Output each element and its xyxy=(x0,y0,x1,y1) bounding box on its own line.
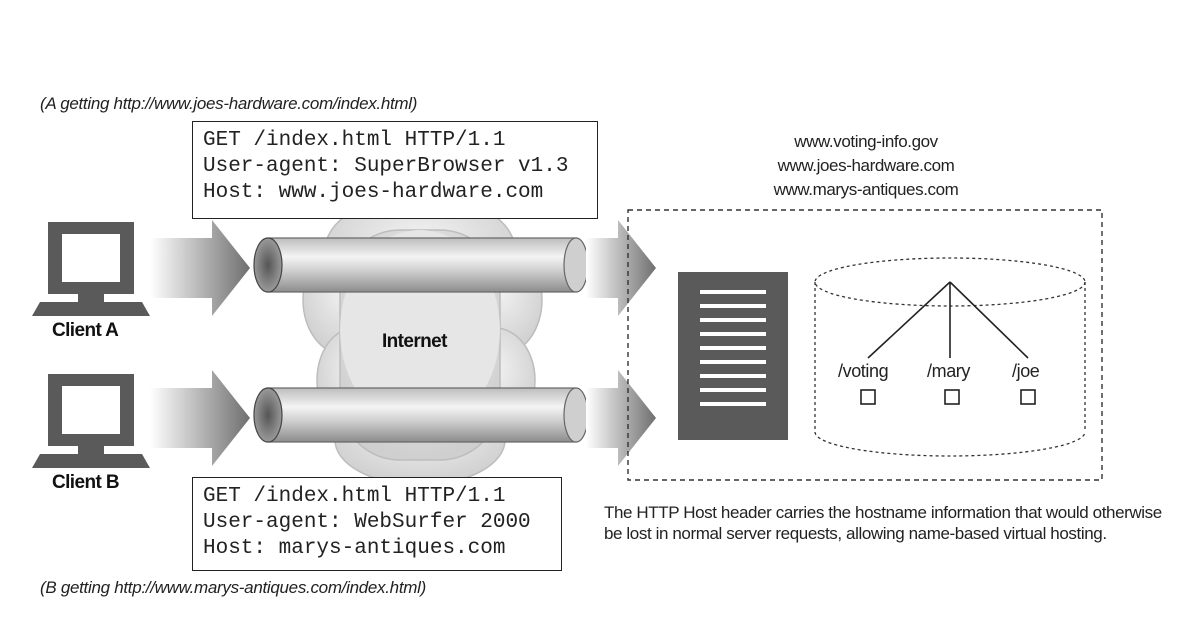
joe-node-icon xyxy=(1020,389,1036,405)
path-voting: /voting xyxy=(838,361,889,381)
client-b-computer-icon xyxy=(32,374,150,468)
client-b-arrow xyxy=(150,370,250,466)
server-arrow-a xyxy=(586,220,656,316)
request-b-line-2: User-agent: WebSurfer 2000 xyxy=(203,511,531,534)
client-a-arrow xyxy=(150,220,250,316)
request-a-line-2: User-agent: SuperBrowser v1.3 xyxy=(203,155,569,178)
path-joe: /joe xyxy=(1012,361,1040,381)
request-b-box: GET /index.html HTTP/1.1 User-agent: Web… xyxy=(192,477,562,571)
client-a-label: Client A xyxy=(52,320,119,341)
caption-a: (A getting http://www.joes-hardware.com/… xyxy=(40,94,418,113)
directory-node-icons xyxy=(860,389,1036,405)
path-mary: /mary xyxy=(927,361,971,381)
request-a-line-3: Host: www.joes-hardware.com xyxy=(203,181,544,204)
pipe-a xyxy=(253,237,589,293)
mary-node-icon xyxy=(944,389,960,405)
voting-node-icon xyxy=(860,389,876,405)
request-b-line-1: GET /index.html HTTP/1.1 xyxy=(203,485,506,508)
directory-tree-lines xyxy=(867,281,1029,359)
server-icon xyxy=(678,272,788,440)
host-voting-info: www.voting-info.gov xyxy=(794,132,938,151)
caption-b: (B getting http://www.marys-antiques.com… xyxy=(40,578,426,597)
client-a-computer-icon xyxy=(32,222,150,316)
host-marys-antiques: www.marys-antiques.com xyxy=(773,180,959,199)
host-joes-hardware: www.joes-hardware.com xyxy=(777,156,955,175)
virtual-host-boundary xyxy=(627,209,1103,481)
request-a-box: GET /index.html HTTP/1.1 User-agent: Sup… xyxy=(192,121,598,219)
request-a-line-1: GET /index.html HTTP/1.1 xyxy=(203,129,506,152)
internet-label: Internet xyxy=(382,331,447,352)
client-b-label: Client B xyxy=(52,472,120,493)
host-header-note: The HTTP Host header carries the hostnam… xyxy=(604,503,1162,543)
request-b-line-3: Host: marys-antiques.com xyxy=(203,537,506,560)
pipe-b xyxy=(253,387,589,443)
server-arrow-b xyxy=(586,370,656,466)
